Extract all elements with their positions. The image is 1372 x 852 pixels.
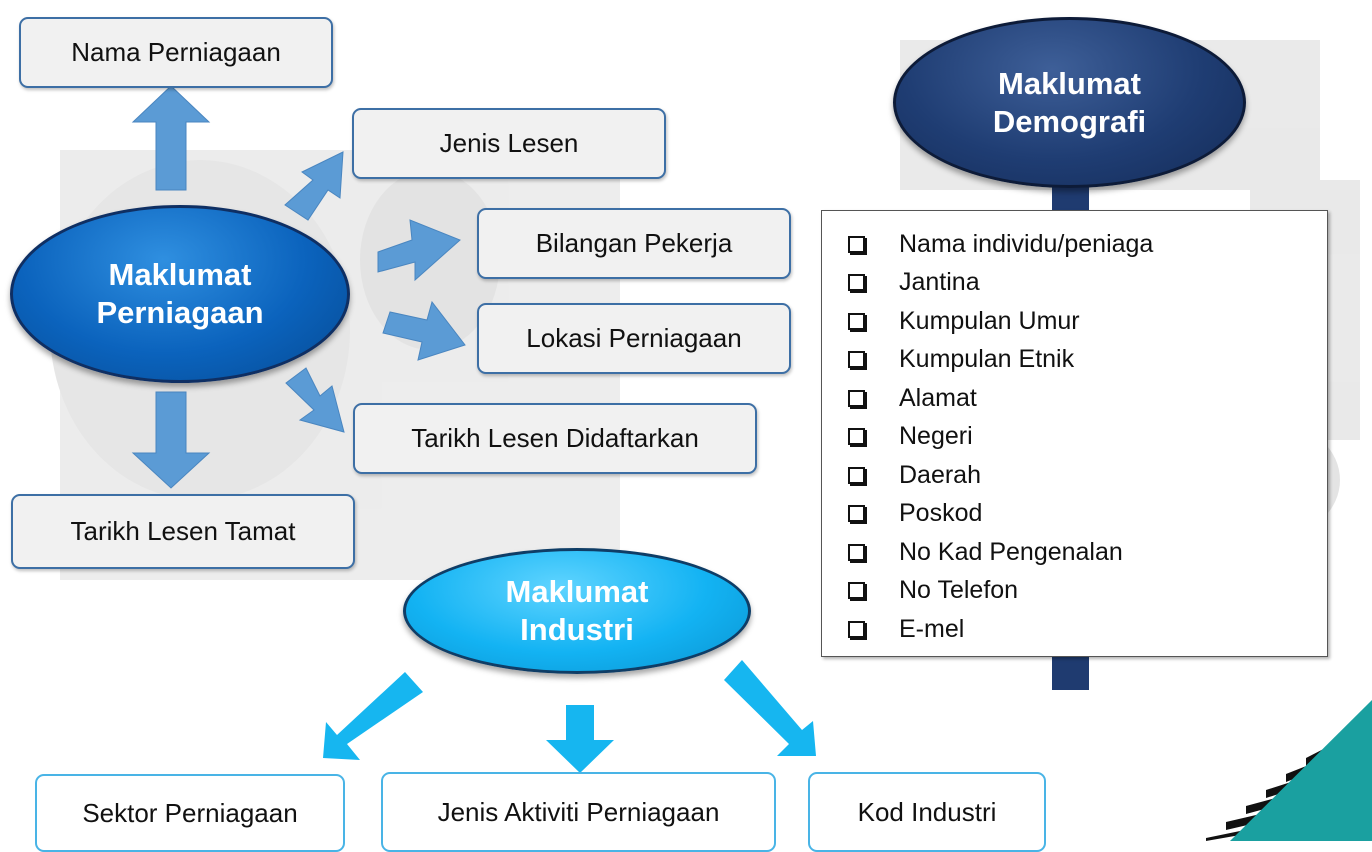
list-item: Jantina: [822, 264, 1327, 303]
node-tarikh-lesen-tamat-label: Tarikh Lesen Tamat: [70, 516, 296, 546]
list-item: Kumpulan Etnik: [822, 341, 1327, 380]
hub-maklumat-industri: Maklumat Industri: [403, 548, 751, 674]
checkbox-icon: [848, 466, 865, 484]
node-kod-industri-label: Kod Industri: [857, 796, 997, 827]
node-jenis-aktiviti-perniagaan-label: Jenis Aktiviti Perniagaan: [437, 796, 720, 827]
hub-maklumat-perniagaan: Maklumat Perniagaan: [10, 205, 350, 383]
node-nama-perniagaan: Nama Perniagaan: [19, 17, 333, 88]
hub-demografi-line1: Maklumat: [998, 65, 1141, 101]
node-bilangan-pekerja-label: Bilangan Pekerja: [535, 228, 733, 258]
list-item-label: Kumpulan Umur: [899, 306, 1080, 335]
list-item: Kumpulan Umur: [822, 302, 1327, 341]
node-lokasi-perniagaan: Lokasi Perniagaan: [477, 303, 791, 374]
perniagaan-arrows: [131, 85, 466, 489]
list-item: Negeri: [822, 418, 1327, 457]
checkbox-icon: [848, 428, 865, 446]
list-item-label: No Telefon: [899, 576, 1019, 605]
node-jenis-lesen: Jenis Lesen: [352, 108, 666, 179]
list-item-label: Kumpulan Etnik: [899, 345, 1075, 374]
node-jenis-lesen-label: Jenis Lesen: [439, 128, 579, 158]
list-item: No Kad Pengenalan: [822, 533, 1327, 572]
hub-maklumat-demografi: Maklumat Demografi: [893, 17, 1246, 188]
checkbox-icon: [848, 543, 865, 561]
industri-arrows: [323, 660, 816, 773]
arrow-to-sektor: [323, 672, 423, 760]
list-item-label: Daerah: [899, 460, 981, 489]
checkbox-icon: [848, 620, 865, 638]
hub-perniagaan-line1: Maklumat: [108, 257, 252, 292]
node-jenis-aktiviti-perniagaan: Jenis Aktiviti Perniagaan: [381, 772, 776, 852]
demografi-checklist: Nama individu/peniaga Jantina Kumpulan U…: [821, 210, 1328, 657]
list-item-label: Poskod: [899, 499, 983, 528]
arrow-to-lokasi: [382, 300, 466, 361]
list-item: E-mel: [822, 610, 1327, 649]
arrow-to-aktiviti: [546, 705, 614, 773]
node-sektor-perniagaan-label: Sektor Perniagaan: [82, 797, 298, 828]
checkbox-icon: [848, 582, 865, 600]
list-item: Nama individu/peniaga: [822, 225, 1327, 264]
node-bilangan-pekerja: Bilangan Pekerja: [477, 208, 791, 279]
node-nama-perniagaan-label: Nama Perniagaan: [71, 37, 281, 67]
checkbox-icon: [848, 389, 865, 407]
node-tarikh-lesen-didaftarkan-label: Tarikh Lesen Didaftarkan: [411, 423, 699, 453]
list-item-label: Negeri: [899, 422, 973, 451]
hub-demografi-line2: Demografi: [992, 103, 1147, 139]
list-item-label: Jantina: [899, 268, 980, 297]
hub-industri-line2: Industri: [520, 612, 634, 647]
node-lokasi-perniagaan-label: Lokasi Perniagaan: [526, 323, 742, 353]
corner-teal-triangle: [1230, 700, 1372, 841]
arrow-to-kod: [724, 660, 816, 756]
arrow-to-bilangan: [377, 219, 461, 282]
arrow-to-nama: [131, 85, 211, 191]
list-item: No Telefon: [822, 572, 1327, 611]
list-item: Daerah: [822, 456, 1327, 495]
arrow-to-tarikh-daftar: [285, 367, 345, 433]
checkbox-icon: [848, 351, 865, 369]
checkbox-icon: [848, 274, 865, 292]
hub-industri-line1: Maklumat: [505, 574, 649, 609]
node-sektor-perniagaan: Sektor Perniagaan: [35, 774, 345, 852]
arrow-to-tarikh-tamat: [131, 391, 211, 489]
list-item-label: No Kad Pengenalan: [899, 537, 1123, 566]
list-item: Alamat: [822, 379, 1327, 418]
node-tarikh-lesen-tamat: Tarikh Lesen Tamat: [11, 494, 355, 569]
node-tarikh-lesen-didaftarkan: Tarikh Lesen Didaftarkan: [353, 403, 757, 474]
list-item-label: Nama individu/peniaga: [899, 229, 1154, 258]
node-kod-industri: Kod Industri: [808, 772, 1046, 852]
hub-perniagaan-line2: Perniagaan: [96, 295, 264, 330]
list-item-label: E-mel: [899, 614, 965, 643]
checkbox-icon: [848, 312, 865, 330]
list-item-label: Alamat: [899, 383, 977, 412]
checkbox-icon: [848, 235, 865, 253]
list-item: Poskod: [822, 495, 1327, 534]
arrow-to-jenis-lesen: [284, 151, 344, 221]
checkbox-icon: [848, 505, 865, 523]
